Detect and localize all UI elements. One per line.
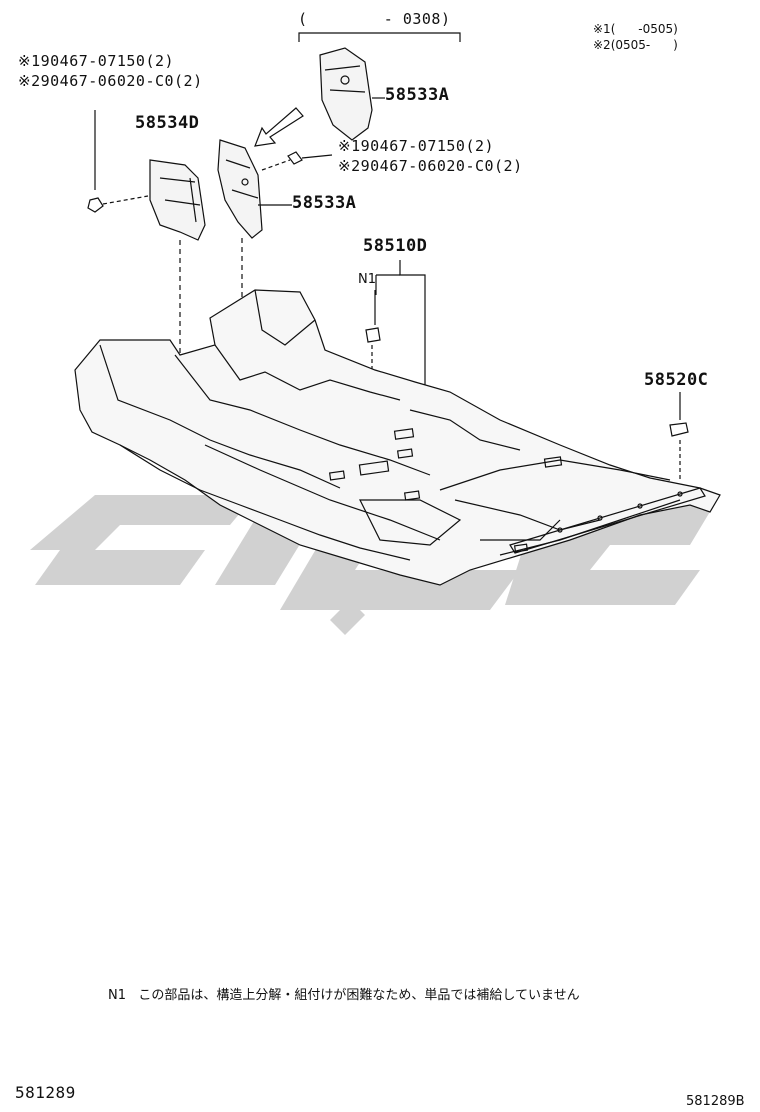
figure-id-b: 581289B [686, 1094, 745, 1109]
figure-id: 581289 [15, 1083, 76, 1102]
label-58510D: 58510D [363, 236, 428, 256]
legend-line-1: ※1( -0505) [593, 22, 678, 36]
right-bolt-part-2: ※290467-06020-C0(2) [338, 157, 523, 175]
label-58520C: 58520C [644, 370, 709, 390]
clip-left-bolt [87, 195, 149, 213]
left-bolt-part-1: ※190467-07150(2) [18, 52, 175, 70]
right-bolt-part-1: ※190467-07150(2) [338, 137, 495, 155]
clip-N1 [365, 327, 381, 343]
clip-58520C [669, 422, 689, 437]
label-N1: N1 [358, 272, 376, 287]
floor-carpet-58510D [74, 289, 721, 586]
range-note: ( - 0308) [298, 10, 451, 28]
direction-arrow [254, 107, 304, 147]
left-bolt-part-2: ※290467-06020-C0(2) [18, 72, 203, 90]
label-58534D: 58534D [135, 113, 200, 133]
panel-58533A-mid [217, 139, 263, 239]
panel-58534D [149, 159, 206, 241]
range-bracket [298, 32, 461, 42]
legend-line-2: ※2(0505- ) [593, 38, 678, 52]
label-58533A-top: 58533A [385, 85, 450, 105]
label-58533A-mid: 58533A [292, 193, 357, 213]
cover-58533A-top [319, 47, 373, 141]
footnote-N1: N1 この部品は、構造上分解・組付けが困難なため、単品では補給していません [108, 988, 580, 1003]
clip-right-bolt [261, 151, 333, 171]
